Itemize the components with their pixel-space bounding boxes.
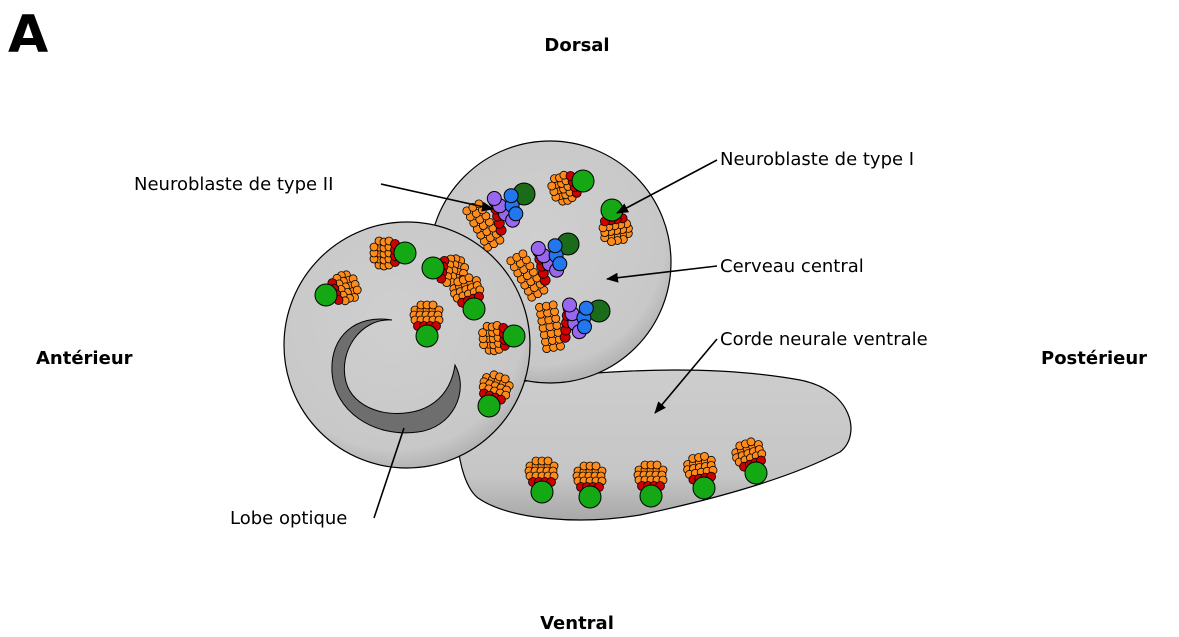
inp-cell	[578, 320, 592, 334]
type1-neuroblast	[503, 325, 525, 347]
neuron-cell	[353, 286, 361, 294]
label-type2-neuroblast: Neuroblaste de type II	[134, 174, 333, 195]
neuron-cell	[608, 238, 616, 246]
neuron-cell	[549, 301, 557, 309]
neuron-cell	[701, 452, 709, 460]
type1-neuroblast	[463, 298, 485, 320]
neuron-cell	[544, 457, 552, 465]
type1-neuroblast	[693, 477, 715, 499]
neuron-cell	[370, 243, 378, 251]
label-ventral-nerve-cord: Corde neurale ventrale	[720, 329, 928, 350]
inp-cell	[563, 298, 577, 312]
type1-neuroblast	[478, 395, 500, 417]
neuron-cell	[429, 301, 437, 309]
inp-cell	[553, 257, 567, 271]
inp-cell	[504, 189, 518, 203]
orientation-posterior: Postérieur	[1041, 348, 1147, 369]
type1-neuroblast	[601, 199, 623, 221]
neuron-cell	[592, 462, 600, 470]
type1-neuroblast	[572, 170, 594, 192]
type1-neuroblast	[394, 242, 416, 264]
orientation-ventral: Ventral	[540, 613, 614, 634]
type1-neuroblast	[531, 481, 553, 503]
type1-neuroblast	[422, 257, 444, 279]
orientation-anterior: Antérieur	[36, 348, 133, 369]
neuron-cell	[653, 461, 661, 469]
neuron-cell	[519, 250, 527, 258]
inp-cell	[579, 301, 593, 315]
inp-cell	[531, 242, 545, 256]
type1-neuroblast	[640, 485, 662, 507]
neuron-cell	[747, 438, 755, 446]
type1-neuroblast	[315, 284, 337, 306]
neuron-cell	[501, 375, 509, 383]
inp-cell	[509, 207, 523, 221]
type1-neuroblast	[416, 325, 438, 347]
type1-neuroblast	[579, 486, 601, 508]
inp-cell	[548, 239, 562, 253]
orientation-dorsal: Dorsal	[544, 35, 609, 56]
neuron-cell	[465, 274, 473, 282]
panel-letter: A	[8, 5, 48, 65]
neuron-cell	[548, 182, 556, 190]
inp-cell	[487, 192, 501, 206]
neuron-cell	[479, 329, 487, 337]
label-central-brain: Cerveau central	[720, 256, 864, 277]
label-type1-neuroblast: Neuroblaste de type I	[720, 149, 914, 170]
type1-neuroblast	[745, 462, 767, 484]
label-optic-lobe: Lobe optique	[230, 508, 347, 529]
